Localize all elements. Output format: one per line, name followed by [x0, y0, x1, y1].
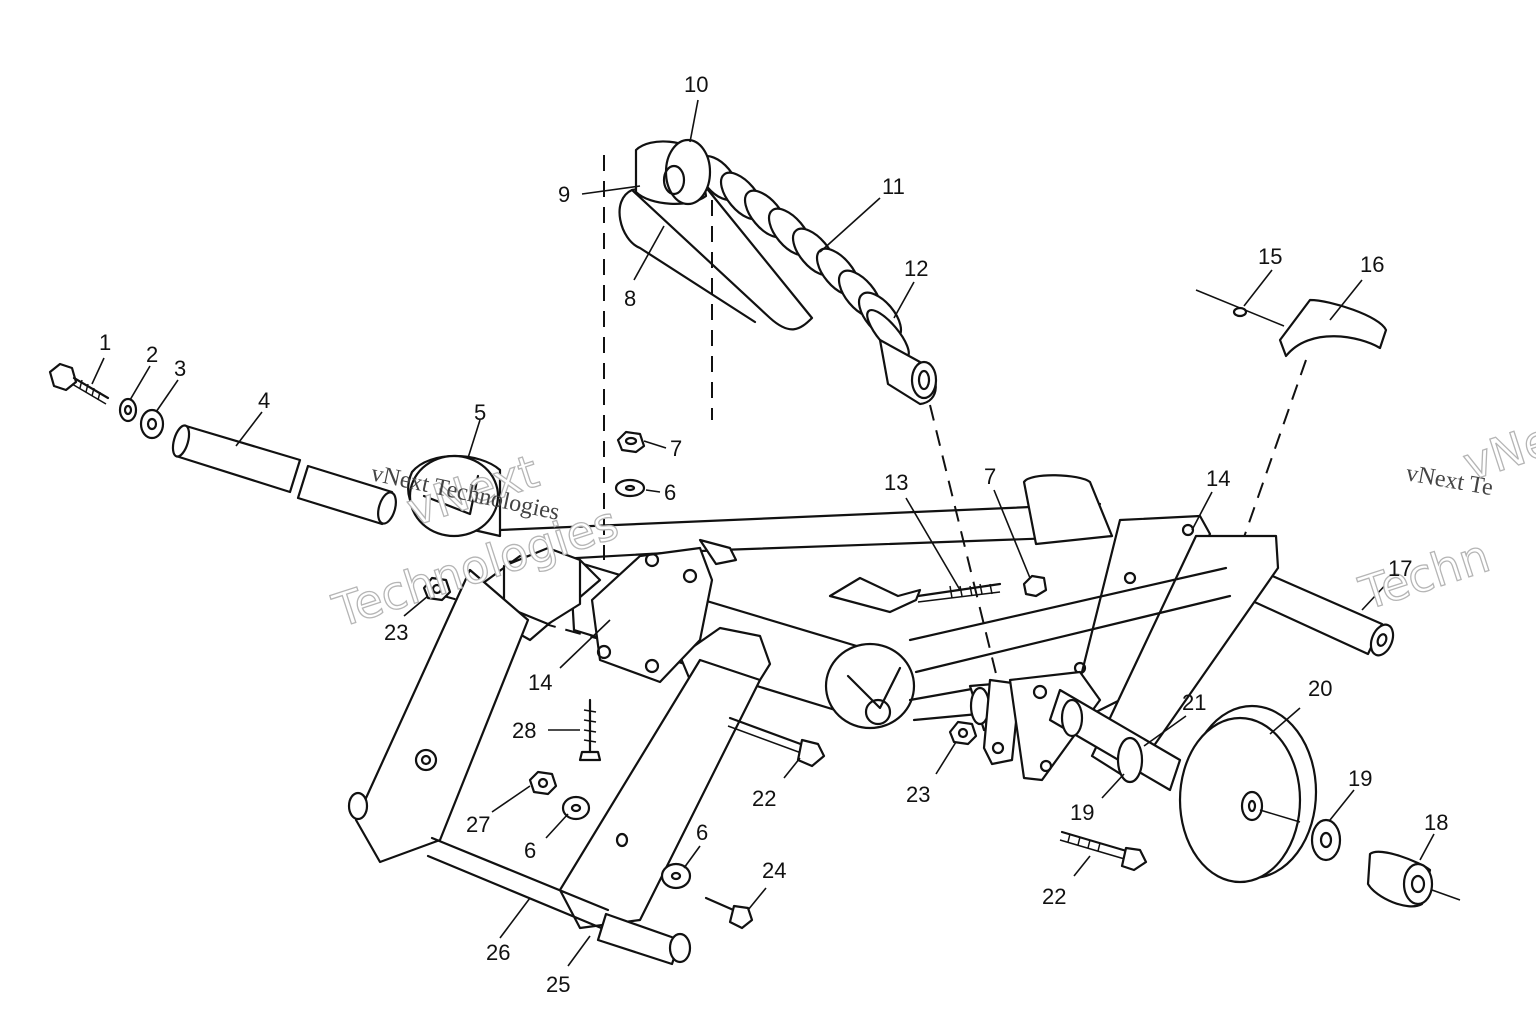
callout-16: 16: [1360, 252, 1384, 277]
callout-10: 10: [684, 72, 708, 97]
callout-24: 24: [762, 858, 786, 883]
callout-27: 27: [466, 812, 490, 837]
callout-8: 8: [624, 286, 636, 311]
lower-arm-assembly: [347, 568, 762, 966]
callout-19b: 19: [1348, 766, 1372, 791]
callout-26: 26: [486, 940, 510, 965]
callout-6c: 6: [696, 820, 708, 845]
callout-1: 1: [99, 330, 111, 355]
callout-19a: 19: [1070, 800, 1094, 825]
watermark-vne: vNe: [1457, 412, 1536, 491]
callout-11: 11: [882, 174, 905, 199]
callout-7a: 7: [670, 436, 682, 461]
callout-6a: 6: [664, 480, 676, 505]
callout-25: 25: [546, 972, 570, 997]
callout-18: 18: [1424, 810, 1448, 835]
callout-14b: 14: [528, 670, 552, 695]
watermark-techn: Techn: [1353, 528, 1496, 621]
idler-wheel-assembly: [1048, 688, 1461, 908]
callout-labels: 1 2 3 4 5 6 6 6 7 7 8 9 10 11 12 13 14 1…: [99, 72, 1448, 997]
callout-20: 20: [1308, 676, 1332, 701]
leader-lines: [91, 99, 1435, 967]
callout-3: 3: [174, 356, 186, 381]
suspension-frame: [458, 474, 1395, 782]
callout-22a: 22: [752, 786, 776, 811]
callout-7b: 7: [984, 464, 996, 489]
callout-9: 9: [558, 182, 570, 207]
callout-2: 2: [146, 342, 158, 367]
callout-23a: 23: [384, 620, 408, 645]
callout-17: 17: [1388, 556, 1412, 581]
callout-22b: 22: [1042, 884, 1066, 909]
callout-6b: 6: [524, 838, 536, 863]
callout-14a: 14: [1206, 466, 1230, 491]
hardware-fasteners: [422, 289, 1388, 930]
callout-5: 5: [474, 400, 486, 425]
callout-21: 21: [1182, 690, 1206, 715]
callout-15: 15: [1258, 244, 1282, 269]
callout-13: 13: [884, 470, 908, 495]
callout-4: 4: [258, 388, 270, 413]
callout-28: 28: [512, 718, 536, 743]
front-shaft-hardware: [48, 362, 502, 538]
shock-absorber: [618, 138, 938, 406]
callout-23b: 23: [906, 782, 930, 807]
callout-12: 12: [904, 256, 928, 281]
